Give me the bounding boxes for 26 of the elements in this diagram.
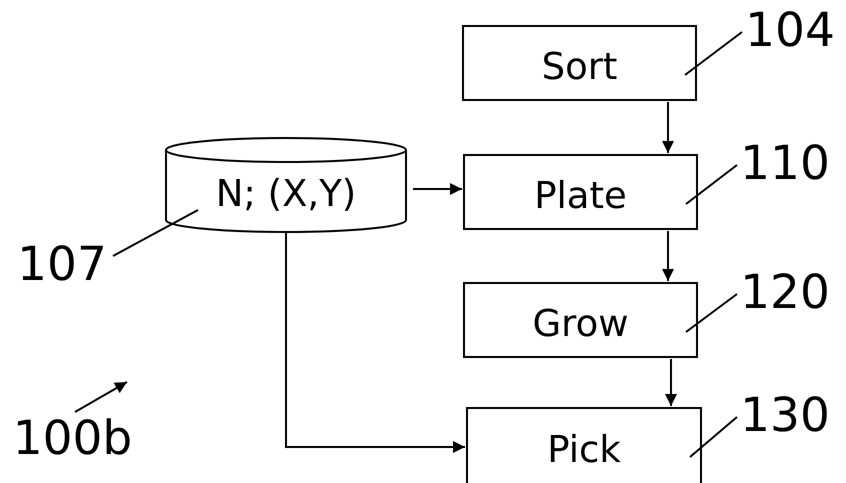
leader-line bbox=[112, 209, 198, 257]
process-box bbox=[463, 154, 698, 230]
arrow bbox=[74, 381, 128, 413]
leader-line bbox=[685, 293, 738, 333]
callout-number: 120 bbox=[740, 268, 830, 316]
arrow bbox=[665, 359, 677, 406]
arrow bbox=[662, 102, 674, 153]
step-label: Pick bbox=[547, 428, 621, 470]
callout-number: 130 bbox=[740, 392, 830, 438]
step-label: Grow bbox=[532, 302, 628, 344]
arrow bbox=[285, 233, 465, 453]
process-box bbox=[463, 282, 698, 358]
leader-line bbox=[685, 164, 738, 205]
arrow bbox=[413, 183, 462, 195]
callout-number: 110 bbox=[740, 140, 830, 186]
process-box bbox=[466, 407, 702, 483]
callout-number: 100b bbox=[12, 414, 132, 462]
step-label: Plate bbox=[534, 174, 627, 216]
callout-number: 104 bbox=[745, 6, 835, 54]
process-box bbox=[462, 25, 697, 101]
leader-line bbox=[689, 416, 738, 458]
step-label: N; (X,Y) bbox=[216, 172, 356, 214]
step-label: Sort bbox=[542, 44, 618, 88]
leader-line bbox=[684, 31, 743, 76]
callout-number: 107 bbox=[17, 240, 107, 288]
arrow bbox=[662, 231, 674, 281]
